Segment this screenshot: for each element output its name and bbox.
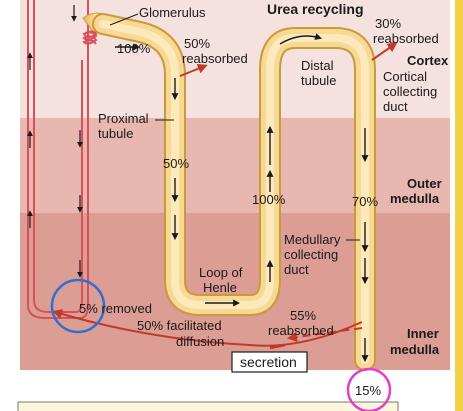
pct-55: 55% [290, 308, 316, 323]
proximal-tubule-1: Proximal [98, 111, 149, 126]
flow-arrows [115, 33, 369, 363]
inner-medulla-2: medulla [390, 342, 440, 357]
outer-medulla-band [20, 118, 450, 213]
outer-medulla-1: Outer [407, 176, 442, 191]
distal-tubule-label-1: Distal [301, 58, 334, 73]
urine-highlight-circle [346, 367, 392, 411]
leader-lines [109, 13, 360, 241]
loop-of-henle-2: Henle [203, 280, 237, 295]
cortex-label: Cortex [407, 53, 449, 68]
pct-50-reabsorbed: 50% [184, 36, 210, 51]
red-arrows [52, 42, 398, 350]
cortical-collecting-3: duct [383, 99, 408, 114]
glomerulus-label: Glomerulus [139, 5, 206, 20]
outer-medulla-2: medulla [390, 191, 440, 206]
bottom-caption-box [17, 401, 399, 411]
pct-15: 15% [355, 383, 381, 398]
pct-70: 70% [352, 194, 378, 209]
pct-100-mid: 100% [252, 192, 286, 207]
inner-medulla-1: Inner [407, 326, 439, 341]
reabsorbed-label-1: reabsorbed [182, 51, 248, 66]
pct-50-mid: 50% [163, 156, 189, 171]
urea-recycling-title: Urea recycling [267, 1, 364, 17]
secretion-box [231, 351, 308, 373]
cortical-collecting-1: Cortical [383, 69, 427, 84]
removed-highlight-circle [50, 278, 106, 334]
vessel-arrows [27, 5, 83, 278]
pct-100-top: 100% [117, 41, 151, 56]
secretion-label: secretion [240, 354, 297, 370]
pct-30: 30% [375, 16, 401, 31]
cortical-collecting-2: collecting [383, 84, 437, 99]
reabsorbed-55: reabsorbed [268, 323, 334, 338]
medullary-collecting-1: Medullary [284, 232, 341, 247]
right-border [455, 0, 463, 411]
loop-of-henle-1: Loop of [199, 265, 243, 280]
medullary-collecting-2: collecting [284, 247, 338, 262]
reabsorbed-30: reabsorbed [373, 31, 439, 46]
facilitated-diffusion-1: 50% facilitated [137, 318, 222, 333]
removed-label: 5% removed [79, 301, 152, 316]
proximal-tubule-2: tubule [98, 126, 133, 141]
medullary-collecting-3: duct [284, 262, 309, 277]
facilitated-diffusion-2: diffusion [176, 334, 224, 349]
distal-tubule-label-2: tubule [301, 73, 336, 88]
